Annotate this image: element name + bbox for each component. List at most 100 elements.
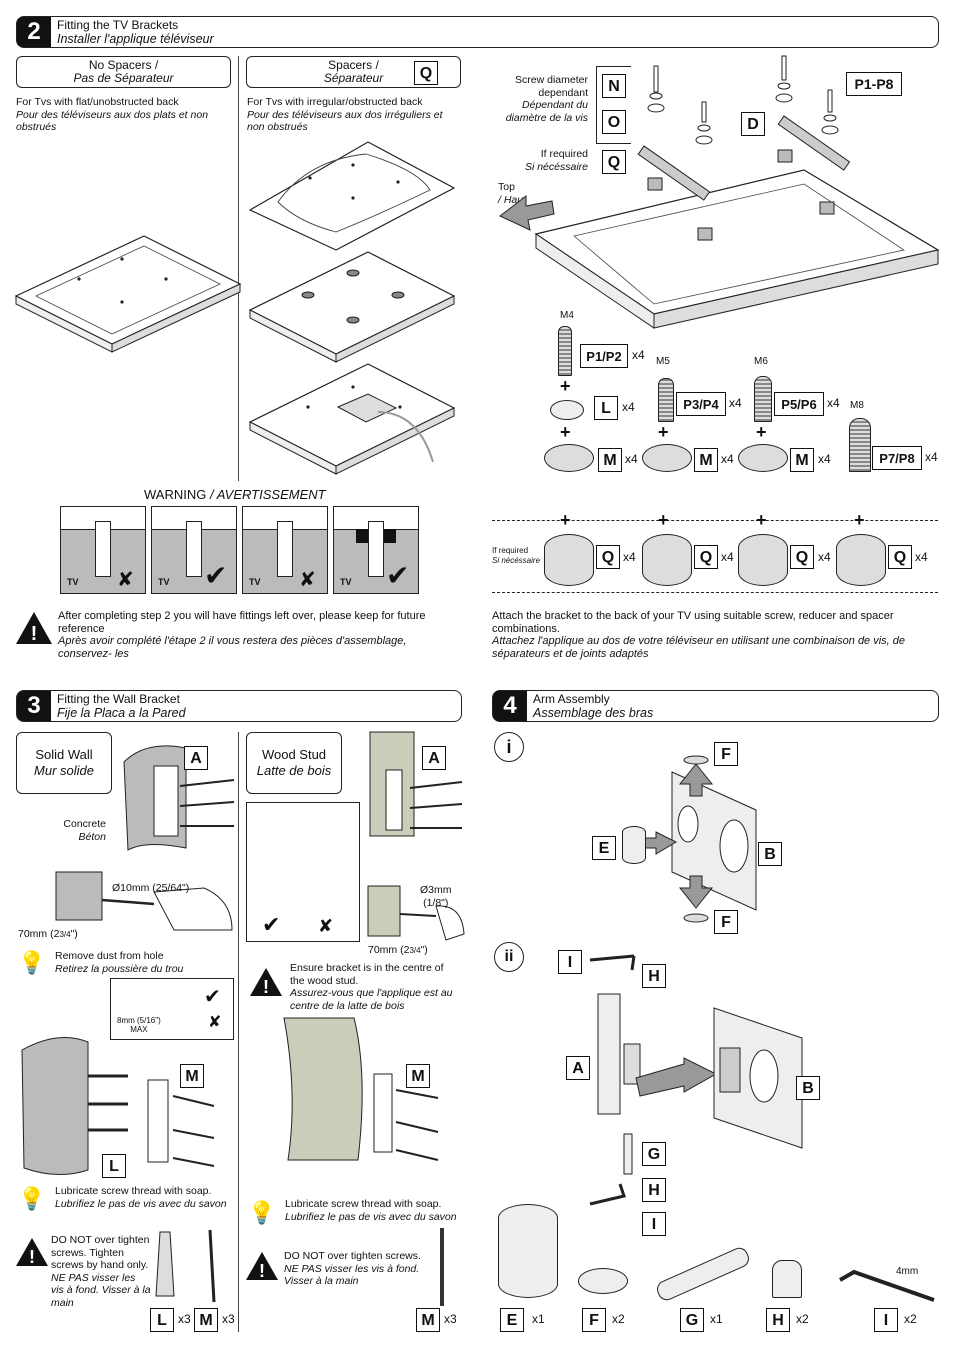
part-i-letter: I bbox=[874, 1308, 898, 1332]
arm-assembly-ii-illustration bbox=[589, 954, 803, 1206]
tv-back-obstructed-illustration bbox=[248, 363, 456, 475]
letter-n: N bbox=[602, 74, 626, 98]
warning-triangle-icon: ! bbox=[250, 968, 282, 997]
attach-note: Attach the bracket to the back of your T… bbox=[492, 610, 906, 660]
letter-q: Q bbox=[414, 61, 438, 85]
max-label: 8mm (5/16")MAX bbox=[117, 1016, 161, 1034]
part-p5-p6: P5/P6 bbox=[774, 392, 824, 416]
check-icon: ✔ bbox=[204, 986, 221, 1008]
letter-m: M bbox=[694, 448, 718, 472]
warning-triangle-icon: ! bbox=[246, 1252, 278, 1281]
letter-a: A bbox=[184, 746, 208, 770]
letter-m: M bbox=[598, 448, 622, 472]
warning-panel-spacer: TV ✔ bbox=[333, 506, 419, 594]
centre-note: Ensure bracket is in the centre of the w… bbox=[290, 962, 453, 1012]
letter-l: L bbox=[594, 396, 618, 420]
letter-l: L bbox=[102, 1154, 126, 1178]
step-title-fr: Fije la Placa a la Pared bbox=[57, 706, 186, 720]
dust-note: Remove dust from hole Retirez la poussiè… bbox=[55, 950, 184, 975]
dashed-divider bbox=[492, 592, 938, 593]
dashed-divider bbox=[492, 520, 938, 521]
drill-solid-illustration bbox=[55, 871, 233, 931]
svg-text:!: ! bbox=[31, 623, 38, 645]
wood-stud-tab: Wood Stud Latte de bois bbox=[246, 732, 342, 794]
tv-back-curved-illustration bbox=[248, 141, 456, 251]
letter-q-top: Q bbox=[602, 150, 626, 174]
step3-header: 3 Fitting the Wall Bracket Fije la Placa… bbox=[16, 690, 462, 722]
check-icon: ✔ bbox=[386, 560, 410, 591]
leftover-note: After completing step 2 you will have fi… bbox=[58, 610, 426, 660]
step4-header: 4 Arm Assembly Assemblage des bras bbox=[492, 690, 939, 722]
plus-icon: + bbox=[854, 510, 865, 530]
letter-o: O bbox=[602, 110, 626, 134]
spacer-icon bbox=[544, 534, 594, 586]
warning-triangle-icon: ! bbox=[16, 612, 52, 645]
tv-assembly-illustration bbox=[499, 55, 940, 329]
wood-stud-illustration bbox=[369, 731, 463, 837]
depth-inset bbox=[110, 978, 234, 1040]
solid-wall-tab: Solid Wall Mur solide bbox=[16, 732, 112, 794]
divider bbox=[238, 56, 239, 481]
letter-f: F bbox=[714, 742, 738, 766]
hex-key-size: 4mm bbox=[896, 1266, 919, 1277]
svg-text:!: ! bbox=[259, 1261, 265, 1281]
letter-a: A bbox=[566, 1056, 590, 1080]
check-icon: ✔ bbox=[262, 912, 281, 937]
step-title: Fitting the Wall Bracket bbox=[57, 692, 180, 706]
lightbulb-icon: 💡 bbox=[248, 1200, 276, 1225]
concrete-label: Concrete Béton bbox=[63, 818, 106, 843]
letter-h: H bbox=[642, 964, 666, 988]
screw-diameter-label: Screw diameter dependant Dépendant du di… bbox=[505, 74, 588, 124]
letter-m: M bbox=[194, 1308, 218, 1332]
plus-icon: + bbox=[658, 422, 669, 442]
substep-i: i bbox=[494, 732, 524, 762]
part-f-icon bbox=[578, 1268, 628, 1294]
solid-wall-illustration bbox=[123, 745, 235, 851]
washer-icon bbox=[642, 444, 692, 472]
anchor-and-screw-illustration bbox=[155, 1229, 216, 1303]
depth-solid: 70mm (23/4") bbox=[18, 928, 78, 940]
letter-b: B bbox=[796, 1076, 820, 1100]
drill-size-solid: Ø10mm (25/64") bbox=[112, 882, 190, 894]
svg-text:!: ! bbox=[29, 1247, 35, 1267]
step-title: Fitting the TV Brackets bbox=[57, 18, 179, 32]
part-g-icon bbox=[654, 1244, 752, 1304]
screw-m5-icon bbox=[658, 378, 674, 422]
screw-icon bbox=[440, 1228, 444, 1306]
no-spacers-desc: For Tvs with flat/unobstructed back Pour… bbox=[16, 96, 209, 133]
substep-ii: ii bbox=[494, 942, 524, 972]
plus-icon: + bbox=[560, 422, 571, 442]
stud-inset bbox=[246, 802, 360, 942]
step-number: 4 bbox=[493, 691, 527, 721]
part-g-letter: G bbox=[680, 1308, 704, 1332]
reducer-icon bbox=[550, 400, 584, 420]
letter-d: D bbox=[741, 112, 765, 136]
step2-header: 2 Fitting the TV Brackets Installer l'ap… bbox=[16, 16, 939, 48]
n-o-bracket bbox=[596, 66, 631, 144]
lubricate-note-right: Lubricate screw thread with soap. Lubrif… bbox=[285, 1198, 457, 1223]
letter-a: A bbox=[422, 746, 446, 770]
washer-icon bbox=[544, 444, 594, 472]
tv-back-recessed-illustration bbox=[248, 251, 456, 363]
divider bbox=[238, 732, 239, 1332]
step-number: 2 bbox=[17, 17, 51, 47]
spacers-tab: Spacers / Séparateur bbox=[246, 56, 461, 88]
solid-wall-fixing-illustration bbox=[21, 1037, 215, 1176]
step-number: 3 bbox=[17, 691, 51, 721]
letter-m: M bbox=[406, 1064, 430, 1088]
lightbulb-icon: 💡 bbox=[18, 950, 46, 975]
letter-q: Q bbox=[596, 545, 620, 569]
tv-back-flat-illustration bbox=[14, 235, 242, 353]
letter-e: E bbox=[592, 836, 616, 860]
letter-q: Q bbox=[888, 545, 912, 569]
lightbulb-icon: 💡 bbox=[18, 1186, 46, 1211]
letter-b: B bbox=[758, 842, 782, 866]
spacer-icon bbox=[738, 534, 788, 586]
part-e-icon bbox=[498, 1204, 558, 1298]
spacer-icon bbox=[836, 534, 886, 586]
size-m8: M8 bbox=[850, 400, 864, 411]
step-title-fr: Installer l'applique téléviseur bbox=[57, 32, 214, 46]
part-p3-p4: P3/P4 bbox=[676, 392, 726, 416]
warning-panel-correct: TV ✔ bbox=[151, 506, 237, 594]
step-title-fr: Assemblage des bras bbox=[533, 706, 654, 720]
